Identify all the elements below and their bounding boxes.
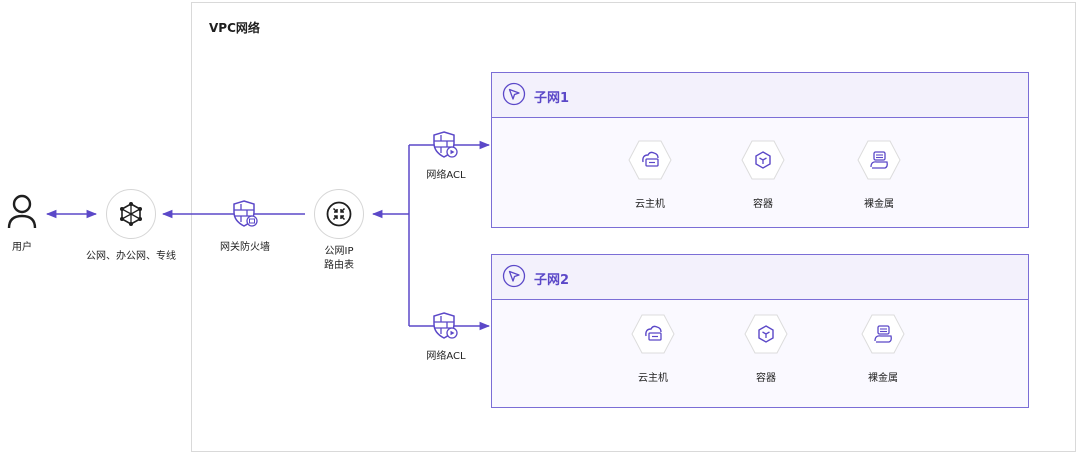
route-table-label-line2: 路由表 xyxy=(324,260,354,271)
firewall-shield-icon xyxy=(233,200,258,227)
subnet-2-label: 子网2 xyxy=(534,273,570,288)
user-label: 用户 xyxy=(12,242,32,253)
subnet-1-box: 子网1 xyxy=(491,72,1029,228)
networks-node xyxy=(106,189,156,239)
acl-shield-icon xyxy=(433,131,458,158)
subnet-1-bare-metal-label: 裸金属 xyxy=(864,199,894,210)
subnet-1-header: 子网1 xyxy=(492,73,1028,118)
bare-metal-icon xyxy=(857,140,901,180)
container-icon xyxy=(744,314,788,354)
router-icon xyxy=(326,201,352,227)
route-table-label: 公网IP 路由表 xyxy=(310,245,368,273)
cloud-host-icon xyxy=(628,140,672,180)
subnet-arrow-icon xyxy=(502,264,526,288)
subnet-2-header: 子网2 xyxy=(492,255,1028,300)
container-icon xyxy=(741,140,785,180)
vpc-title: VPC网络 xyxy=(209,21,260,35)
route-table-label-line1: 公网IP xyxy=(324,246,354,257)
subnet-1-cloud-host-label: 云主机 xyxy=(635,199,665,210)
subnet-2-bare-metal-label: 裸金属 xyxy=(868,373,898,384)
subnet-1-label: 子网1 xyxy=(534,91,570,106)
bare-metal-icon xyxy=(861,314,905,354)
subnet-2-container-label: 容器 xyxy=(756,373,776,384)
network-cube-icon xyxy=(120,202,142,226)
user-icon xyxy=(7,194,37,229)
subnet-2-box: 子网2 xyxy=(491,254,1029,408)
subnet-2-cloud-host-label: 云主机 xyxy=(638,373,668,384)
acl-shield-icon xyxy=(433,312,458,339)
networks-label: 公网、办公网、专线 xyxy=(86,251,176,262)
cloud-host-icon xyxy=(631,314,675,354)
acl-bottom-label: 网络ACL xyxy=(426,351,466,362)
subnet-arrow-icon xyxy=(502,82,526,106)
gateway-firewall-label: 网关防火墙 xyxy=(220,242,270,253)
subnet-1-container-label: 容器 xyxy=(753,199,773,210)
route-table-node xyxy=(314,189,364,239)
acl-top-label: 网络ACL xyxy=(426,170,466,181)
